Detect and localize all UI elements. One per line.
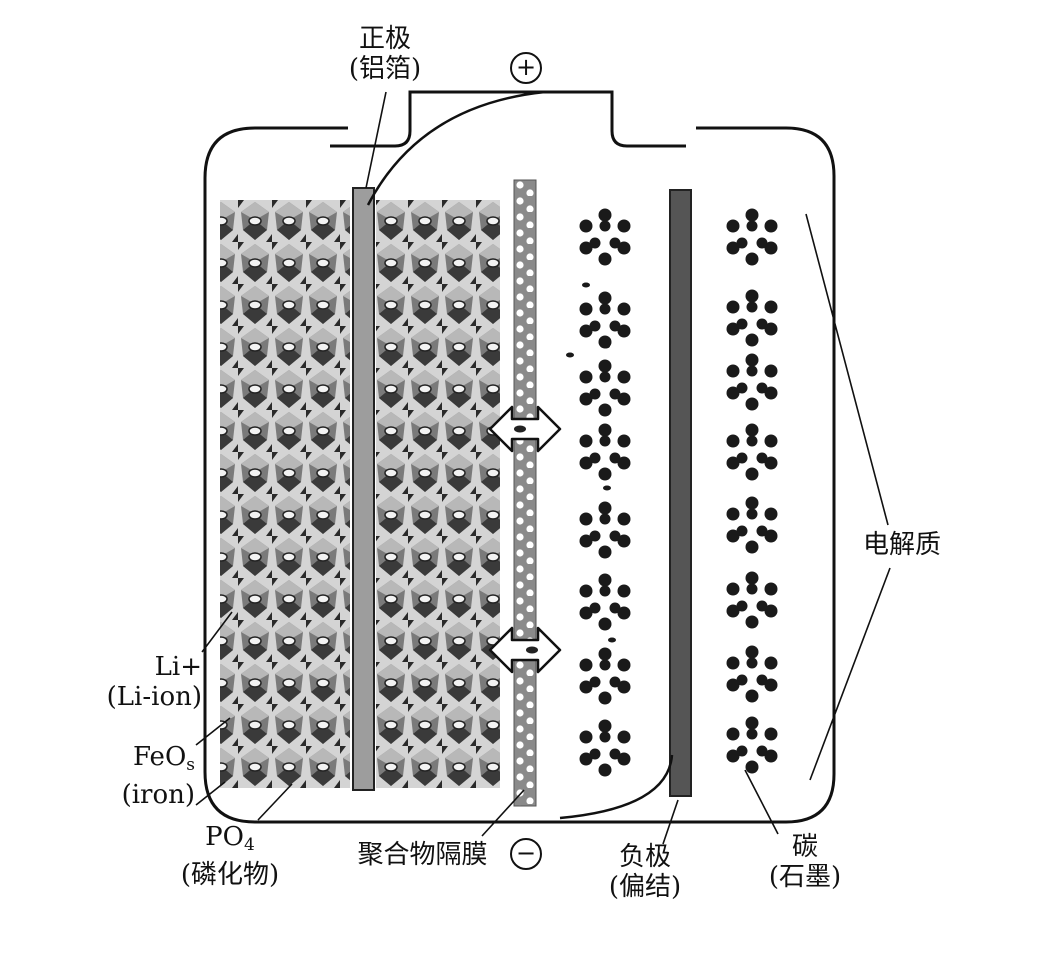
positive-terminal-icon: + [510, 52, 542, 84]
ion-arrow-upper [488, 405, 562, 453]
leader-carbon [744, 769, 779, 835]
cathode-label: 正极 (铝箔) [330, 24, 440, 84]
terminal-cap [330, 90, 686, 148]
anode-label-line1: 负极 [618, 842, 671, 872]
leader-feo-b [195, 781, 226, 806]
carbon-label: 碳 (石墨) [755, 832, 855, 892]
anode-label: 负极 (偏结) [595, 842, 695, 902]
anode-plate [669, 189, 692, 797]
cathode-crystal-left [220, 200, 350, 788]
leader-feo [195, 717, 231, 746]
li-label-line1: Li+ [154, 652, 202, 682]
ion-arrow-lower [488, 626, 562, 674]
feo-label-line1: FeOs [132, 742, 195, 775]
leader-separator [481, 789, 525, 837]
wire-negative [559, 754, 674, 820]
po4-label: PO4 (磷化物) [160, 822, 300, 890]
cathode-label-line2: (铝箔) [348, 54, 422, 84]
li-ion-label: Li+ (Li-ion) [90, 652, 202, 712]
separator-label: 聚合物隔膜 [357, 840, 488, 870]
po4-label-line1: PO4 [205, 822, 255, 855]
leader-electrolyte-top [805, 213, 889, 526]
po4-label-line2: (磷化物) [180, 860, 280, 890]
carbon-label-line1: 碳 [791, 832, 818, 862]
leader-anode [662, 799, 679, 845]
electrolyte-label: 电解质 [862, 530, 941, 560]
leader-li [201, 611, 233, 653]
aluminum-foil [352, 187, 375, 791]
leader-electrolyte-bottom [809, 567, 891, 781]
leader-po [257, 783, 293, 821]
cathode-label-line1: 正极 [358, 24, 411, 54]
polymer-separator [513, 179, 537, 807]
cathode-crystal-right [376, 200, 500, 788]
carbon-label-line2: (石墨) [768, 862, 842, 892]
negative-terminal-icon: − [510, 838, 542, 870]
feo-label: FeOs (iron) [100, 742, 195, 810]
anode-label-line2: (偏结) [608, 872, 682, 902]
battery-case [203, 126, 836, 824]
wire-positive [366, 90, 546, 206]
graphite-right [726, 208, 778, 774]
leader-cathode [365, 91, 387, 189]
feo-label-line2: (iron) [121, 780, 195, 810]
graphite-left [566, 208, 631, 777]
li-label-line2: (Li-ion) [106, 682, 202, 712]
